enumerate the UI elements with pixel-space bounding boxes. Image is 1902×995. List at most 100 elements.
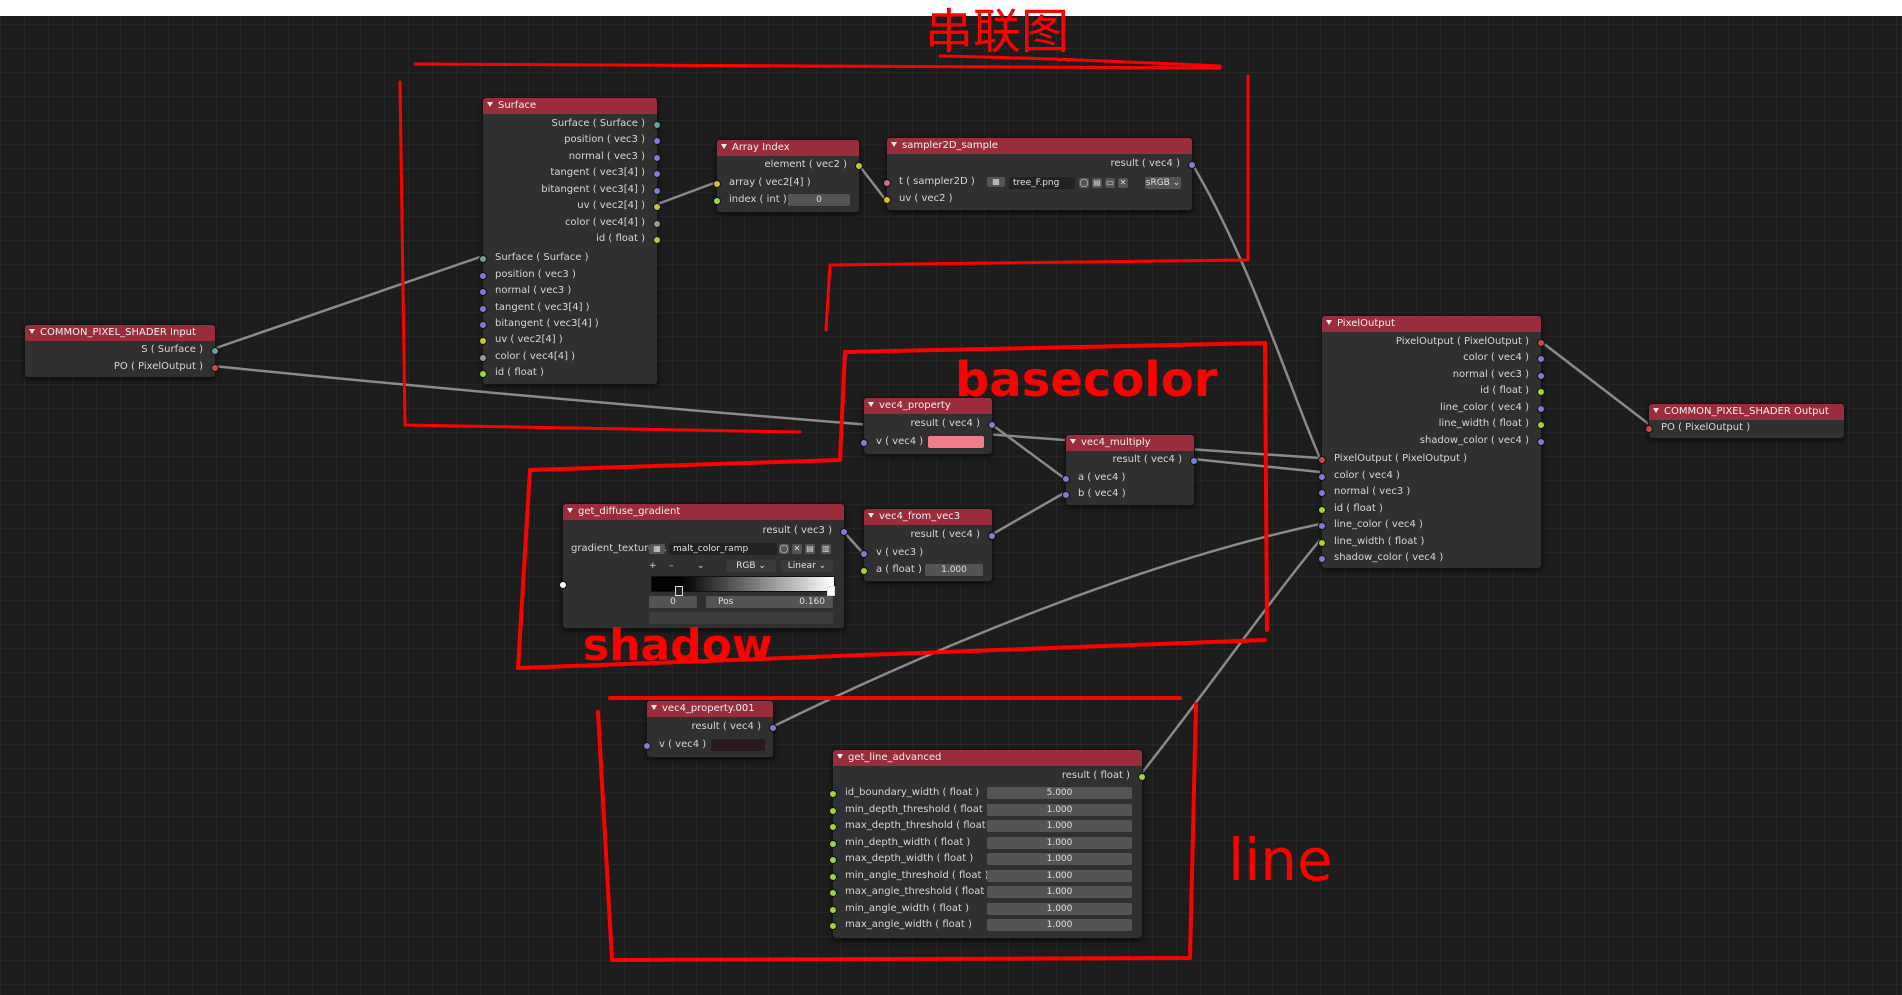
socket-input[interactable]: [1062, 475, 1070, 483]
fake-user-icon[interactable]: ◯: [1079, 178, 1089, 188]
collapse-icon[interactable]: [1070, 439, 1076, 444]
socket-input[interactable]: [479, 255, 487, 263]
socket-input[interactable]: [1318, 473, 1326, 481]
socket-input[interactable]: [479, 354, 487, 362]
line-param-value[interactable]: 1.000: [987, 803, 1132, 816]
close-icon[interactable]: ✕: [1118, 178, 1128, 188]
socket-output[interactable]: [1537, 372, 1545, 380]
node-array-index[interactable]: Array Index element ( vec2 ) array ( vec…: [713, 139, 863, 213]
socket-output[interactable]: [840, 528, 848, 536]
socket-input[interactable]: [713, 197, 721, 205]
node-header[interactable]: vec4_multiply: [1066, 435, 1194, 451]
node-vec4-property[interactable]: vec4_property result ( vec4 ) v ( vec4 ): [860, 397, 996, 455]
node-vec4-property-001[interactable]: vec4_property.001 result ( vec4 ) v ( ve…: [643, 700, 777, 758]
fake-user-icon[interactable]: ◯: [779, 544, 789, 554]
socket-output[interactable]: [988, 421, 996, 429]
socket-input[interactable]: [829, 889, 837, 897]
colorspace-dropdown[interactable]: sRGB ⌄: [1145, 177, 1181, 189]
node-vec4-multiply[interactable]: vec4_multiply result ( vec4 ) a ( vec4 )…: [1062, 434, 1198, 506]
socket-input[interactable]: [479, 321, 487, 329]
socket-input[interactable]: [860, 567, 868, 575]
socket-output[interactable]: [988, 532, 996, 540]
socket-output[interactable]: [653, 121, 661, 129]
collapse-icon[interactable]: [29, 329, 35, 334]
line-param-value[interactable]: 5.000: [987, 787, 1132, 799]
node-header[interactable]: get_line_advanced: [833, 750, 1142, 766]
interpolation-dropdown[interactable]: Linear ⌄: [781, 560, 833, 572]
socket-output[interactable]: [653, 236, 661, 244]
socket-output[interactable]: [653, 137, 661, 145]
ramp-stop-white[interactable]: [827, 586, 835, 596]
socket-input[interactable]: [829, 905, 837, 914]
node-header[interactable]: vec4_property: [864, 398, 992, 414]
open-folder-icon[interactable]: ▭: [1105, 178, 1115, 188]
node-header[interactable]: vec4_from_vec3: [864, 509, 992, 525]
collapse-icon[interactable]: [721, 144, 727, 149]
socket-input[interactable]: [479, 337, 487, 345]
collapse-icon[interactable]: [1653, 408, 1659, 413]
collapse-icon[interactable]: [868, 513, 874, 518]
line-param-value[interactable]: 1.000: [987, 919, 1132, 931]
socket-input[interactable]: [860, 550, 868, 558]
index-field[interactable]: 0: [788, 194, 850, 206]
line-param-value[interactable]: 1.000: [987, 836, 1132, 849]
socket-input[interactable]: [829, 806, 837, 815]
socket-output[interactable]: [1190, 457, 1198, 465]
close-icon[interactable]: ✕: [792, 544, 802, 554]
socket-output[interactable]: [769, 724, 777, 732]
socket-output[interactable]: [855, 162, 863, 170]
line-param-value[interactable]: 1.000: [987, 820, 1132, 832]
socket-output[interactable]: [211, 347, 219, 355]
socket-output[interactable]: [1537, 438, 1545, 446]
new-image-icon[interactable]: ▤: [1092, 178, 1102, 188]
socket-input[interactable]: [883, 196, 891, 204]
duplicate-icon[interactable]: ▥: [821, 544, 831, 554]
line-param-value[interactable]: 1.000: [987, 902, 1132, 915]
socket-input[interactable]: [1318, 539, 1326, 547]
socket-output[interactable]: [1188, 161, 1196, 169]
socket-input[interactable]: [1318, 555, 1326, 563]
collapse-icon[interactable]: [837, 754, 843, 759]
socket-output[interactable]: [1537, 405, 1545, 413]
socket-output[interactable]: [653, 203, 661, 211]
socket-input[interactable]: [1318, 506, 1326, 514]
collapse-icon[interactable]: [651, 705, 657, 710]
socket-input[interactable]: [1318, 489, 1326, 497]
node-header[interactable]: COMMON_PIXEL_SHADER Output: [1649, 404, 1844, 420]
image-browse-icon[interactable]: ▦: [987, 177, 1005, 187]
a-value-field[interactable]: 1.000: [925, 564, 983, 576]
color-swatch[interactable]: [928, 436, 984, 448]
color-swatch[interactable]: [711, 739, 765, 751]
collapse-icon[interactable]: [868, 402, 874, 407]
add-stop-icon[interactable]: +: [649, 561, 657, 571]
socket-input[interactable]: [1318, 456, 1326, 464]
socket-input[interactable]: [479, 370, 487, 378]
node-pixel-output[interactable]: PixelOutput PixelOutput ( PixelOutput ) …: [1318, 315, 1545, 569]
socket-input[interactable]: [829, 872, 837, 881]
node-header[interactable]: vec4_property.001: [647, 701, 773, 717]
node-header[interactable]: Surface: [483, 98, 657, 114]
socket-input[interactable]: [829, 922, 837, 930]
stop-index-field[interactable]: 0: [649, 596, 697, 608]
node-shader-output[interactable]: COMMON_PIXEL_SHADER Output PO ( PixelOut…: [1645, 403, 1845, 439]
ramp-stop-black[interactable]: [675, 586, 683, 596]
collapse-icon[interactable]: [567, 508, 573, 513]
socket-output[interactable]: [211, 364, 219, 372]
collapse-icon[interactable]: [487, 102, 493, 107]
socket-output[interactable]: [653, 170, 661, 178]
remove-stop-icon[interactable]: –: [669, 561, 674, 571]
texture-browse-icon[interactable]: ▦: [649, 544, 665, 554]
node-header[interactable]: Array Index: [717, 140, 859, 156]
node-get-line-advanced[interactable]: get_line_advanced result ( float ) id_bo…: [829, 749, 1146, 939]
line-param-value[interactable]: 1.000: [987, 886, 1132, 898]
color-mode-dropdown[interactable]: RGB ⌄: [726, 560, 776, 572]
line-param-value[interactable]: 1.000: [987, 853, 1132, 865]
socket-input[interactable]: [829, 790, 837, 798]
node-surface[interactable]: Surface Surface ( Surface ) position ( v…: [479, 97, 661, 385]
socket-input[interactable]: [713, 180, 721, 188]
socket-input[interactable]: [559, 581, 567, 589]
socket-input[interactable]: [829, 856, 837, 864]
socket-output[interactable]: [653, 220, 661, 228]
collapse-icon[interactable]: [1326, 320, 1332, 325]
